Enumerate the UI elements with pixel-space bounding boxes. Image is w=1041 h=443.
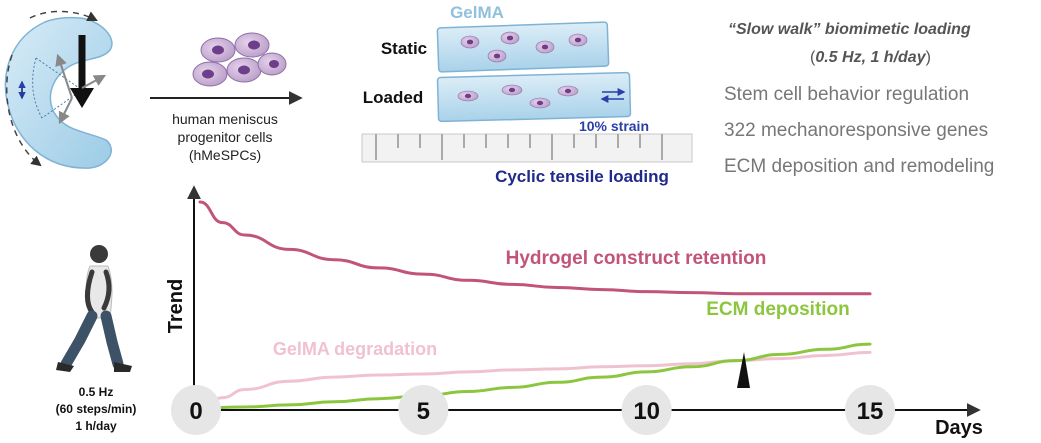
right-title-line1: “Slow walk” biomimetic loading bbox=[728, 21, 971, 38]
series-label-degradation: GelMA degradation bbox=[273, 339, 437, 359]
right-title-line2: (0.5 Hz, 1 h/day) bbox=[810, 49, 931, 66]
walker-freq: 0.5 Hz bbox=[79, 385, 114, 399]
gelma-label: GelMA bbox=[450, 3, 504, 22]
x-tick-circle-0 bbox=[171, 385, 221, 435]
cell-cluster-icon bbox=[192, 32, 287, 87]
static-label: Static bbox=[381, 39, 427, 58]
right-title-line2-prefix: ( bbox=[810, 49, 816, 66]
cells-label-line3: (hMeSPCs) bbox=[189, 147, 261, 163]
crossover-marker bbox=[737, 352, 750, 388]
y-axis-label: Trend bbox=[165, 279, 187, 333]
strain-label: 10% strain bbox=[579, 118, 649, 134]
right-title-line2-suffix: ) bbox=[926, 49, 931, 66]
series-label-retention: Hydrogel construct retention bbox=[506, 248, 767, 269]
tick-layer: 0 5 10 15 bbox=[171, 385, 895, 435]
ruler-icon bbox=[361, 133, 693, 163]
x-tick-label-5: 5 bbox=[417, 398, 430, 425]
x-tick-circle-10 bbox=[621, 385, 672, 435]
degradation-line bbox=[198, 350, 872, 410]
cells-label-line2: progenitor cells bbox=[178, 129, 273, 145]
x-tick-label-0: 0 bbox=[189, 398, 202, 425]
trend-chart: Trend Days 0 5 10 15 Hydrogel construct ret… bbox=[165, 185, 983, 439]
right-bullet-1: Stem cell behavior regulation bbox=[724, 84, 969, 105]
x-tick-label-15: 15 bbox=[857, 398, 884, 425]
x-tick-circle-5 bbox=[398, 385, 449, 435]
ecm-line bbox=[198, 342, 872, 410]
right-title-line2-italic: 0.5 Hz, 1 h/day bbox=[815, 49, 926, 66]
x-tick-label-10: 10 bbox=[633, 398, 660, 425]
loaded-label: Loaded bbox=[363, 88, 423, 107]
x-axis-label: Days bbox=[935, 417, 983, 439]
loaded-construct bbox=[436, 71, 632, 123]
walker-steps: (60 steps/min) bbox=[56, 402, 137, 416]
retention-line bbox=[198, 200, 872, 296]
walking-person-icon bbox=[56, 245, 132, 372]
series-layer bbox=[198, 200, 872, 410]
right-bullet-3: ECM deposition and remodeling bbox=[724, 156, 994, 177]
meniscus-illustration bbox=[4, 10, 113, 169]
static-construct bbox=[436, 21, 610, 73]
right-bullet-2: 322 mechanoresponsive genes bbox=[724, 120, 988, 141]
loading-label: Cyclic tensile loading bbox=[495, 167, 669, 186]
walker-duration: 1 h/day bbox=[75, 419, 117, 433]
x-tick-circle-15 bbox=[845, 385, 895, 435]
cells-label-line1: human meniscus bbox=[172, 111, 278, 127]
series-label-ecm: ECM deposition bbox=[706, 299, 850, 320]
